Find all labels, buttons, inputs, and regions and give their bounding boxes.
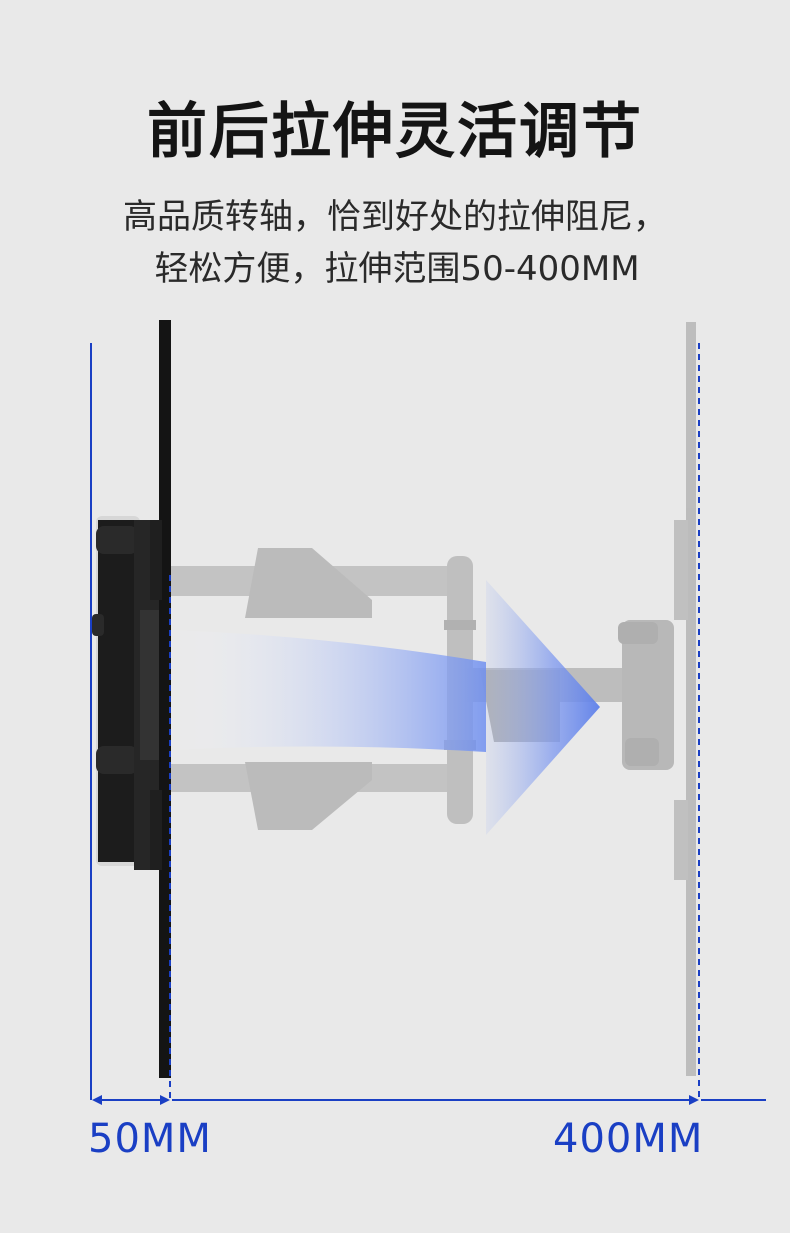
min-extension-label: 50MM <box>88 1116 212 1162</box>
subtitle-line-1: 高品质转轴，恰到好处的拉伸阻尼， <box>123 197 667 237</box>
measure-line-min <box>92 1095 170 1105</box>
arrow-right-icon <box>170 580 600 835</box>
measure-line-max <box>172 1095 766 1105</box>
page-title: 前后拉伸灵活调节 <box>147 97 643 167</box>
max-extension-label: 400MM <box>553 1116 704 1162</box>
tv-plate-black <box>150 320 171 1078</box>
wall-plate <box>92 516 160 870</box>
subtitle-line-2: 轻松方便，拉伸范围50-400MM <box>154 249 640 289</box>
